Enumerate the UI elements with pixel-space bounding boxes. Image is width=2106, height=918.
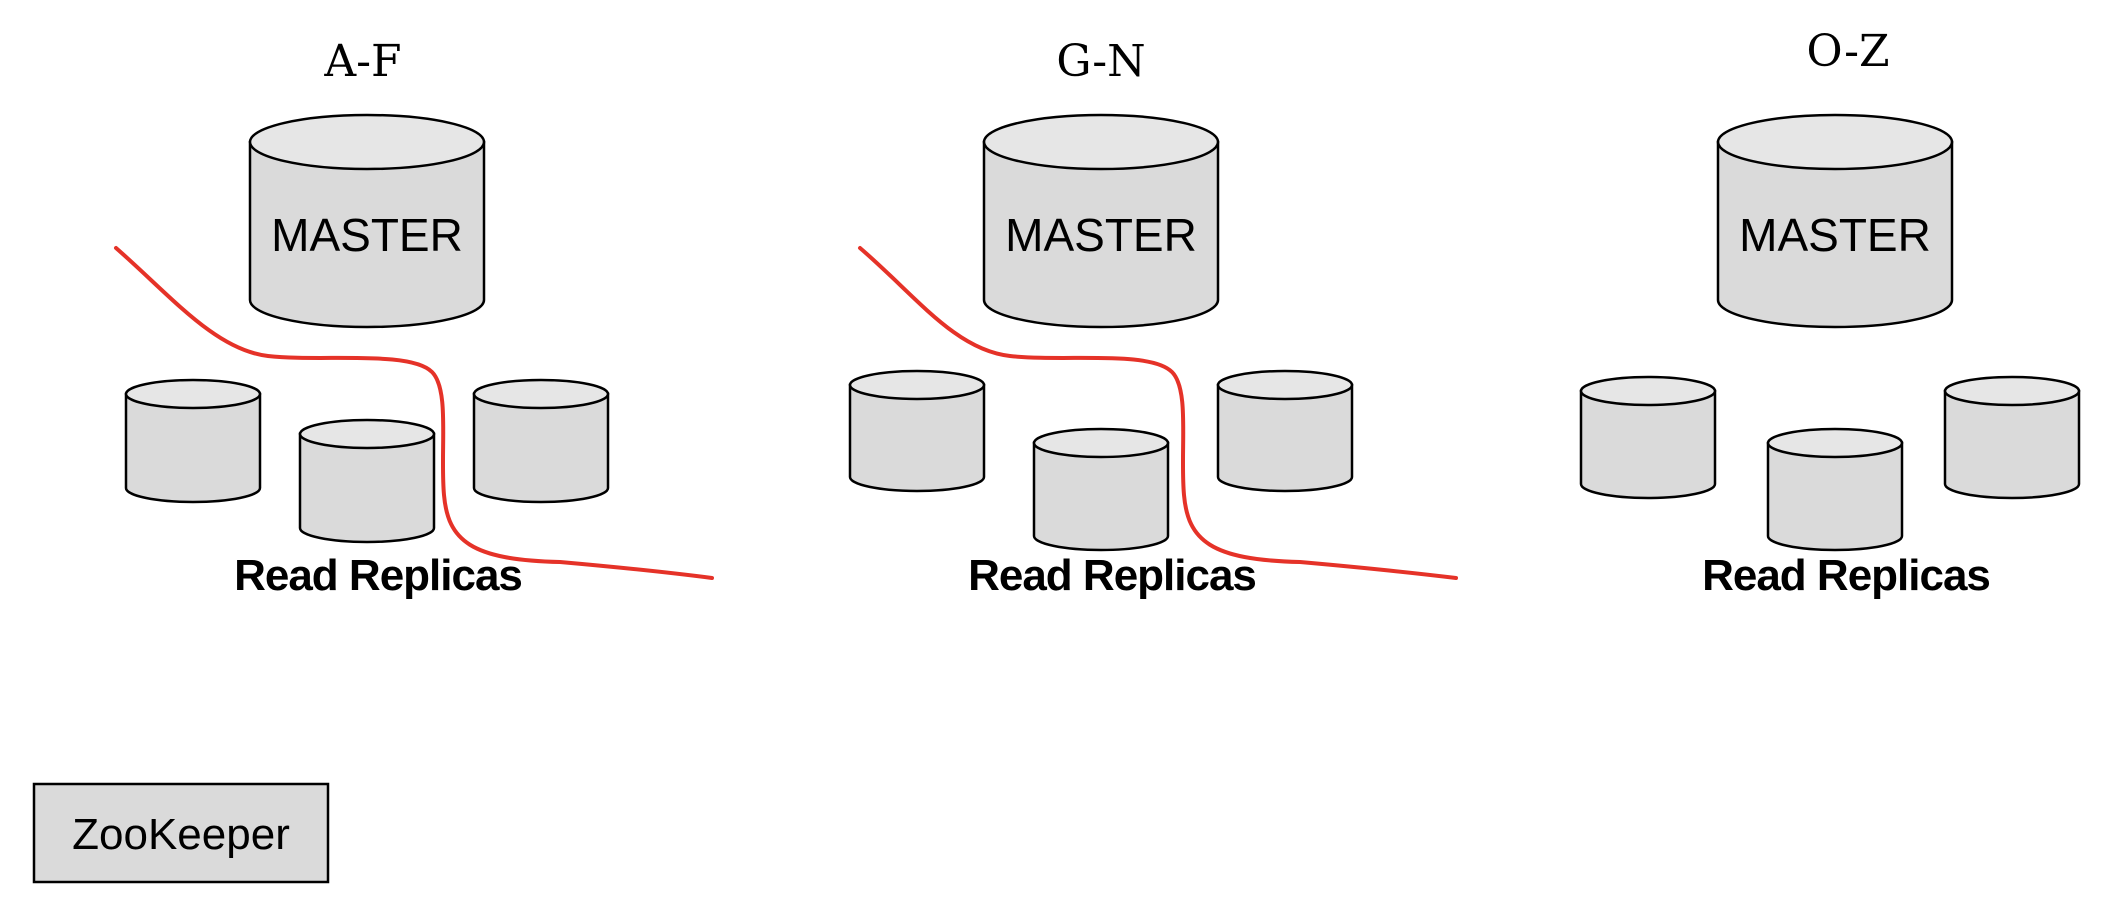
split-line (858, 246, 1458, 580)
shard-range-label: G-N (1056, 36, 1145, 87)
read-replicas-label: Read Replicas (968, 551, 1256, 600)
master-label: MASTER (1005, 209, 1197, 261)
read-replicas-label: Read Replicas (1702, 551, 1990, 600)
shard-range-label: O-Z (1806, 26, 1889, 77)
read-replica-database (1216, 369, 1354, 493)
zookeeper-label: ZooKeeper (72, 810, 290, 859)
read-replica-database (1943, 375, 2081, 500)
read-replica-database (1032, 427, 1170, 552)
master-label: MASTER (271, 209, 463, 261)
read-replica-database (848, 369, 986, 493)
read-replica-database (1766, 427, 1904, 552)
shard-g-n: G-N MASTER Read Replicas (848, 36, 1458, 600)
read-replica-database (298, 418, 436, 544)
master-database: MASTER (248, 113, 486, 329)
read-replicas-label: Read Replicas (234, 551, 522, 600)
zookeeper-node: ZooKeeper (32, 782, 330, 884)
shard-a-f: A-F MASTER Read Replicas (114, 36, 714, 600)
master-database: MASTER (1716, 113, 1954, 329)
read-replica-database (124, 378, 262, 504)
shard-range-label: A-F (323, 36, 401, 87)
master-label: MASTER (1739, 209, 1931, 261)
master-database: MASTER (982, 113, 1220, 329)
read-replica-database (1579, 375, 1717, 500)
shard-o-z: O-Z MASTER Read Replicas (1579, 26, 2081, 600)
split-line (114, 246, 714, 580)
read-replica-database (472, 378, 610, 504)
